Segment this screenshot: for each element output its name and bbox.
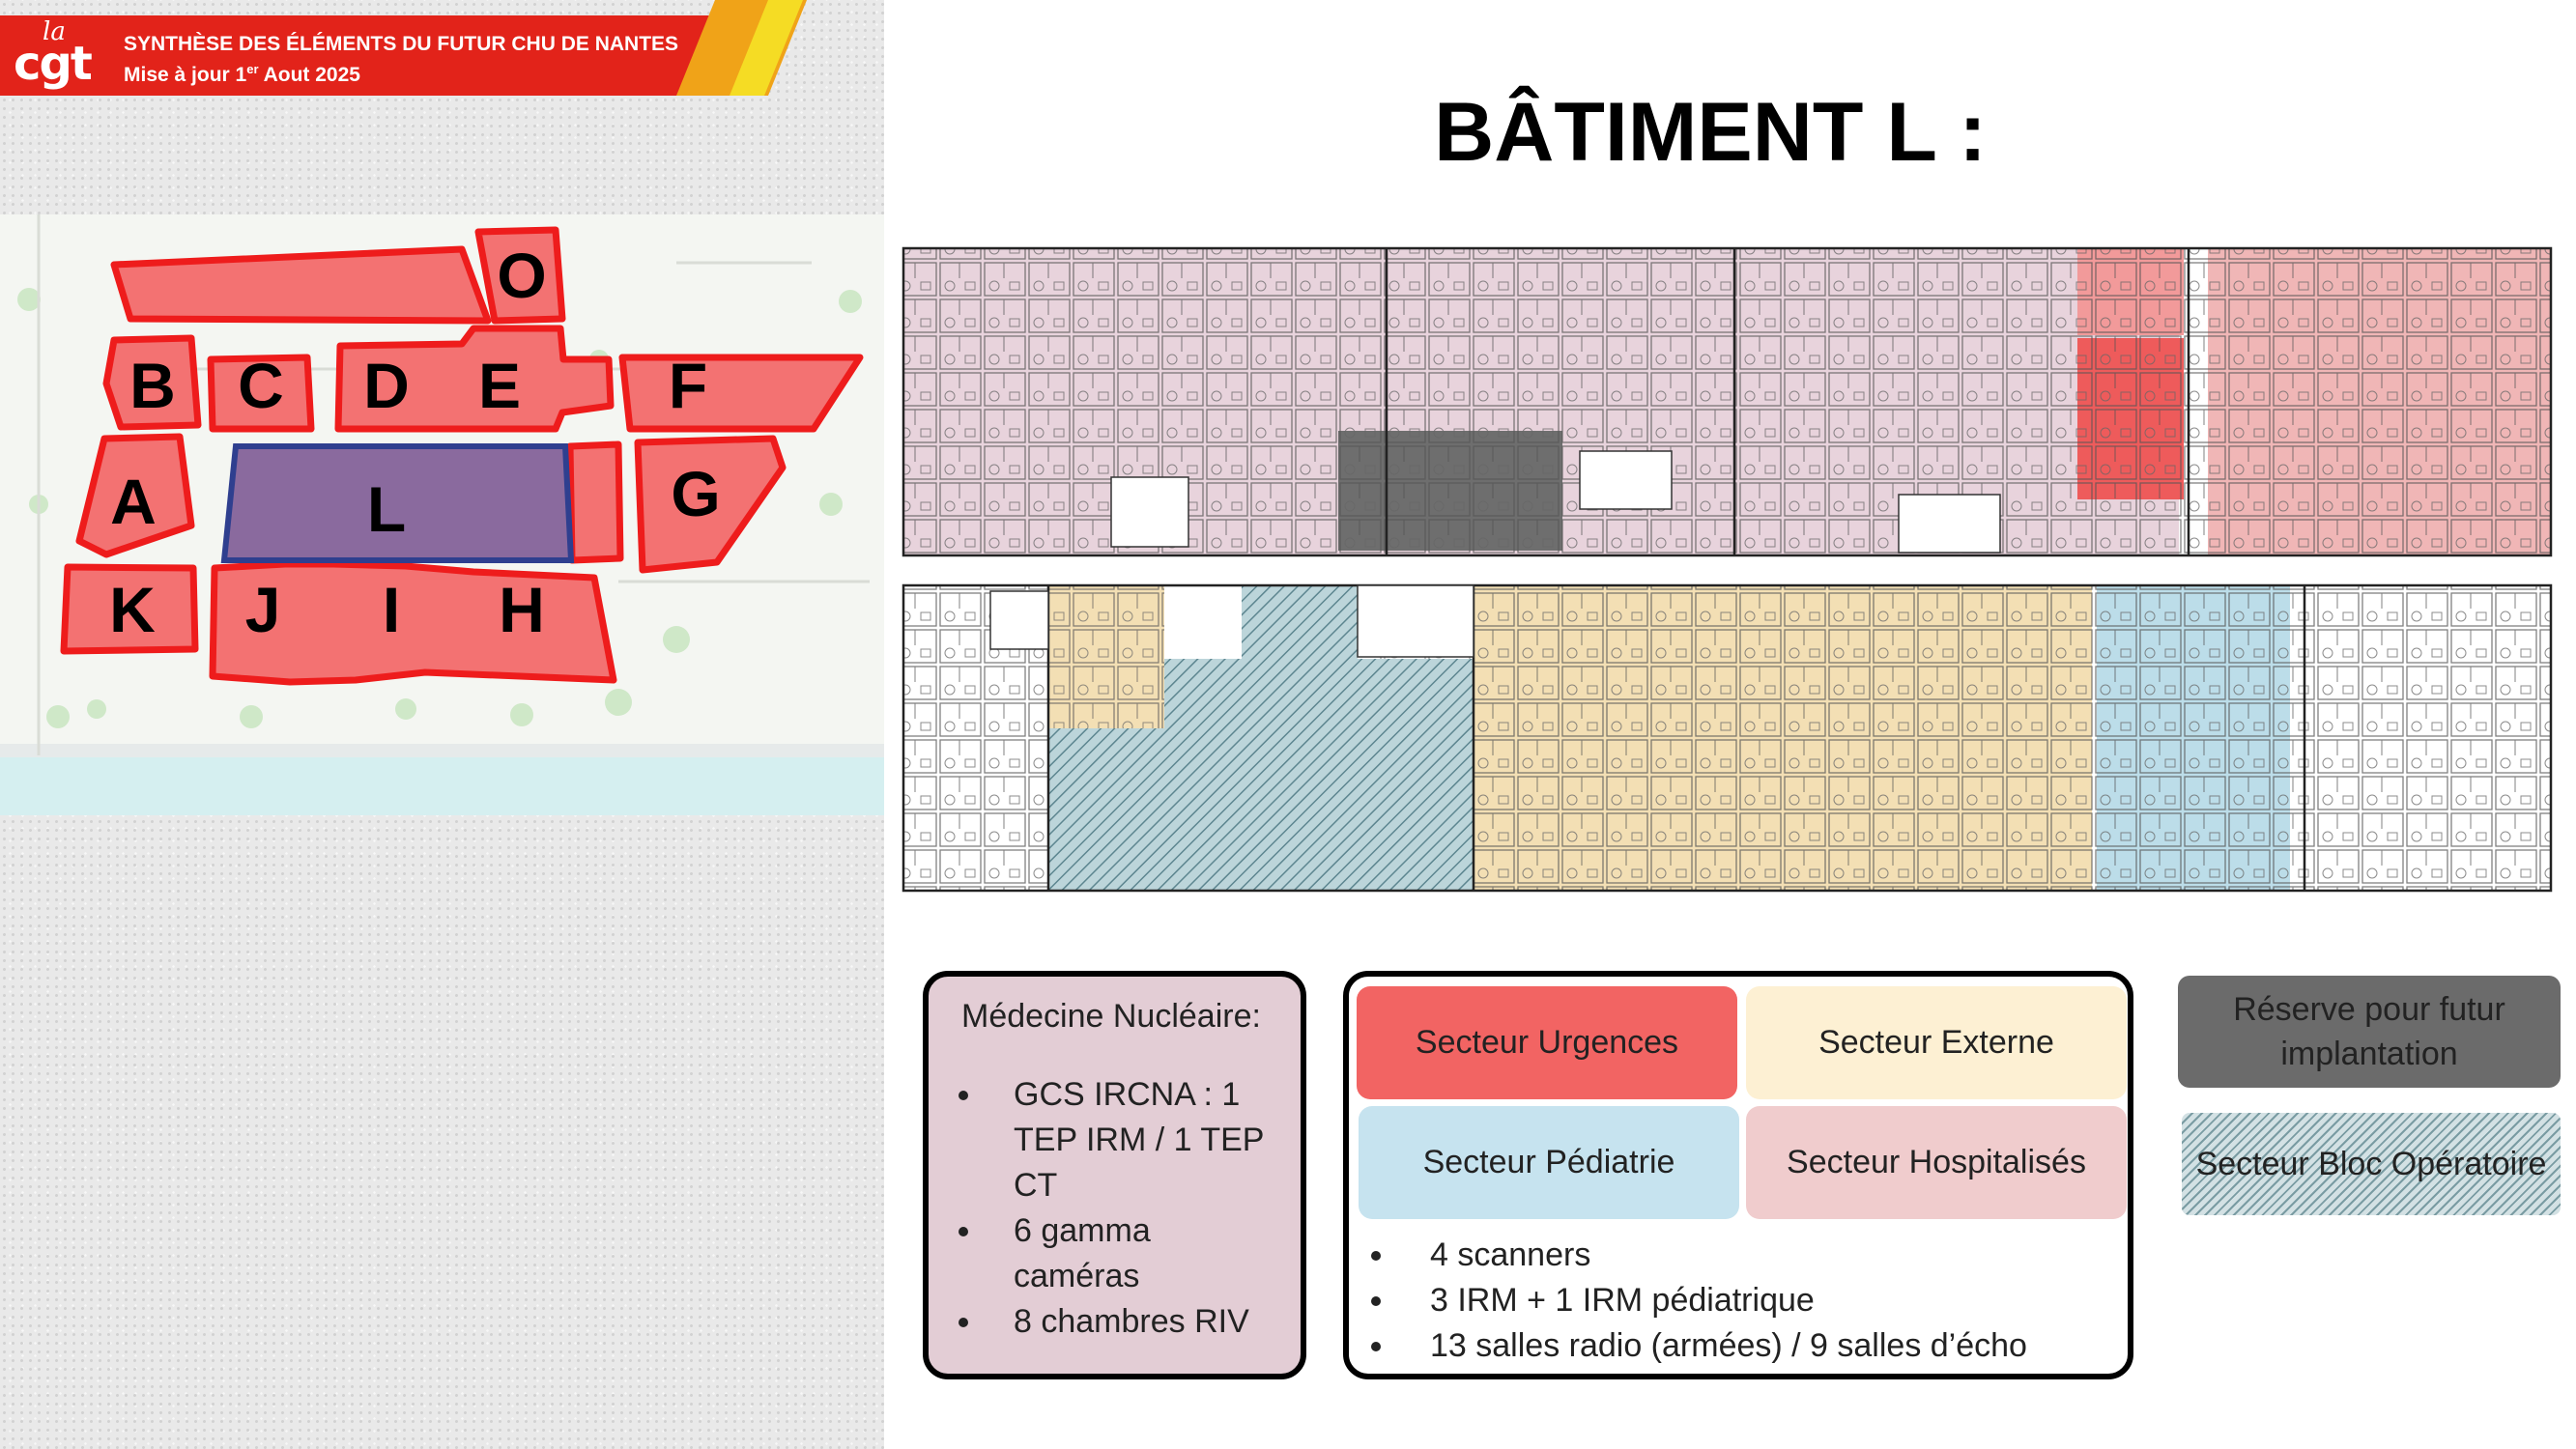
label-E: E (478, 350, 521, 421)
label-L: L (367, 473, 406, 545)
building-L-shape (220, 443, 575, 563)
building-A-shape (75, 433, 195, 558)
header-subtitle: Mise à jour 1er Aout 2025 (124, 62, 360, 87)
building-L-right (566, 440, 624, 564)
subtitle-prefix: Mise à jour 1 (124, 64, 247, 86)
legend-externe: Secteur Externe (1746, 986, 2127, 1099)
main-title: BÂTIMENT L : (1434, 86, 1987, 179)
list-item: GCS IRCNA : 1 TEP IRM / 1 TEP CT (985, 1072, 1272, 1208)
list-item: 8 chambres RIV (985, 1299, 1272, 1345)
label-F: F (669, 350, 707, 421)
list-item: 4 scanners (1397, 1233, 2027, 1278)
sectors-legend-box: Secteur Urgences Secteur Externe Secteur… (1343, 971, 2133, 1379)
legend-pediatrie: Secteur Pédiatrie (1359, 1106, 1739, 1219)
header-title: SYNTHÈSE DES ÉLÉMENTS DU FUTUR CHU DE NA… (124, 33, 679, 55)
equipment-stats-list: 4 scanners 3 IRM + 1 IRM pédiatrique 13 … (1372, 1233, 2027, 1369)
label-C: C (238, 350, 284, 421)
list-item: 3 IRM + 1 IRM pédiatrique (1397, 1278, 2027, 1323)
legend-reserve: Réserve pour futur implantation (2178, 976, 2561, 1088)
building-F-shape (618, 354, 864, 433)
header-banner (0, 15, 763, 96)
label-O: O (497, 240, 546, 311)
zone-bloc-main (1164, 659, 1474, 891)
subtitle-suffix: Aout 2025 (258, 64, 360, 86)
legend-bloc-operatoire: Secteur Bloc Opératoire (2182, 1113, 2561, 1215)
legend-urgences: Secteur Urgences (1357, 986, 1737, 1099)
logo-cgt: cgt (14, 37, 93, 91)
nuclear-medicine-box: Médecine Nucléaire: GCS IRCNA : 1 TEP IR… (923, 971, 1306, 1379)
legend-bloc-label: Secteur Bloc Opératoire (2195, 1146, 2547, 1182)
zone-bloc-left (1048, 728, 1164, 891)
building-K-shape (60, 563, 199, 655)
site-map: O B C D E F A L G K J I H (0, 214, 884, 815)
building-O2-shape (474, 226, 566, 325)
cgt-logo: la cgt (14, 17, 110, 91)
label-H: H (499, 574, 545, 645)
label-G: G (671, 458, 720, 529)
logo-la: la (43, 17, 66, 46)
subtitle-sup: er (246, 62, 259, 76)
label-D: D (363, 350, 410, 421)
building-G-shape (634, 435, 787, 574)
nuclear-medicine-list: GCS IRCNA : 1 TEP IRM / 1 TEP CT 6 gamma… (959, 1072, 1272, 1345)
nuclear-medicine-title: Médecine Nucléaire: (961, 998, 1261, 1035)
building-O-shape (110, 245, 492, 325)
label-B: B (129, 350, 176, 421)
zone-bloc-top (1242, 585, 1358, 661)
label-I: I (383, 574, 400, 645)
building-DE-shape (334, 325, 615, 433)
list-item: 13 salles radio (armées) / 9 salles d’éc… (1397, 1323, 2027, 1369)
building-C-shape (207, 354, 315, 433)
floor-plan (894, 224, 2570, 918)
list-item: 6 gamma caméras (985, 1208, 1272, 1299)
legend-reserve-label: Réserve pour futur implantation (2233, 991, 2505, 1072)
legend-hospitalises: Secteur Hospitalisés (1746, 1106, 2127, 1219)
label-A: A (110, 466, 157, 537)
label-K: K (109, 574, 156, 645)
building-JIH-shape (209, 560, 617, 686)
building-B-shape (102, 334, 202, 431)
label-J: J (245, 574, 281, 645)
